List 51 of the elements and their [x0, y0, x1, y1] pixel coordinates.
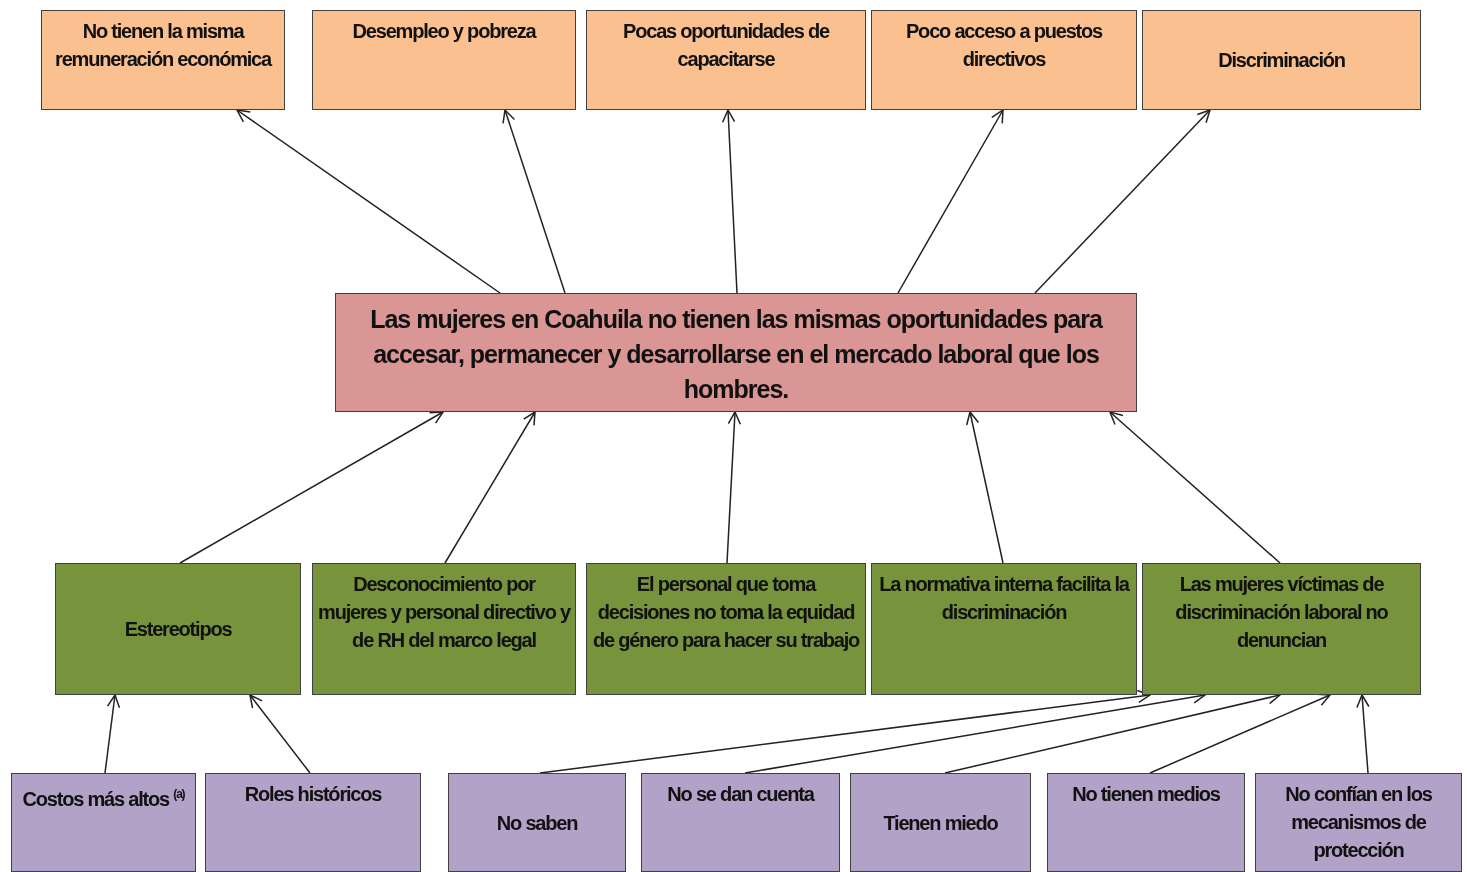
root-cause-box	[205, 773, 421, 872]
box-text: Discriminación	[1218, 48, 1345, 73]
box-text: Poco acceso a puestos directivos	[905, 19, 1104, 72]
box-text: Roles históricos	[244, 782, 382, 807]
box-text: Pocas oportunidades de capacitarse	[622, 19, 831, 72]
effect-box	[871, 10, 1137, 110]
effect-box	[586, 10, 866, 110]
cause-box	[312, 563, 576, 695]
box-text: No tienen la misma remuneración económica	[54, 19, 273, 72]
root-cause-box	[11, 773, 196, 872]
arrow	[1356, 694, 1370, 774]
effect-box	[312, 10, 576, 110]
arrow	[249, 694, 311, 774]
effect-box	[41, 10, 285, 110]
arrow	[1034, 109, 1211, 294]
box-text: Estereotipos	[124, 617, 232, 642]
arrow	[236, 109, 501, 294]
arrow	[965, 411, 1004, 564]
root-cause-box	[641, 773, 840, 872]
arrow	[1109, 411, 1281, 564]
cause-box	[586, 563, 866, 695]
root-cause-box	[1047, 773, 1245, 872]
box-text: Las mujeres víctimas de discriminación laboral no denuncian	[1174, 572, 1389, 653]
box-text: Desconocimiento por mujeres y personal directivo y de RH del marco legal	[317, 572, 571, 653]
arrow	[179, 411, 444, 564]
box-text: No confían en los mecanismos de protección	[1284, 782, 1433, 863]
arrow	[721, 109, 738, 294]
arrow	[897, 109, 1004, 294]
arrow	[726, 411, 742, 564]
arrow	[502, 109, 566, 294]
root-cause-box	[850, 773, 1031, 872]
box-text: No saben	[496, 810, 578, 836]
box-text: No se dan cuenta	[667, 782, 814, 807]
arrow	[444, 411, 536, 564]
cause-box	[55, 563, 301, 695]
problem-statement: Las mujeres en Coahuila no tienen las mismas oportunidades para accesar, permanecer y desarrollarse en el mercado laboral que los hombres.	[369, 304, 1104, 405]
problem-box	[335, 293, 1137, 412]
cause-box	[871, 563, 1137, 695]
arrow	[104, 694, 121, 774]
effect-box	[1142, 10, 1421, 110]
box-text: Tienen miedo	[883, 810, 998, 836]
box-text: El personal que toma decisiones no toma la equidad de género para hacer su trabajo	[591, 572, 861, 653]
box-text: No tienen medios	[1072, 782, 1220, 807]
box-text: Desempleo y pobreza	[352, 19, 536, 44]
root-cause-box	[448, 773, 626, 872]
box-text: La normativa interna facilita la discriminación	[878, 572, 1131, 625]
root-cause-box	[1255, 773, 1462, 872]
box-text: Costos más altos $^{(a)}$	[22, 786, 185, 812]
cause-box	[1142, 563, 1421, 695]
arrow	[1149, 693, 1331, 774]
arrow	[539, 689, 1151, 774]
